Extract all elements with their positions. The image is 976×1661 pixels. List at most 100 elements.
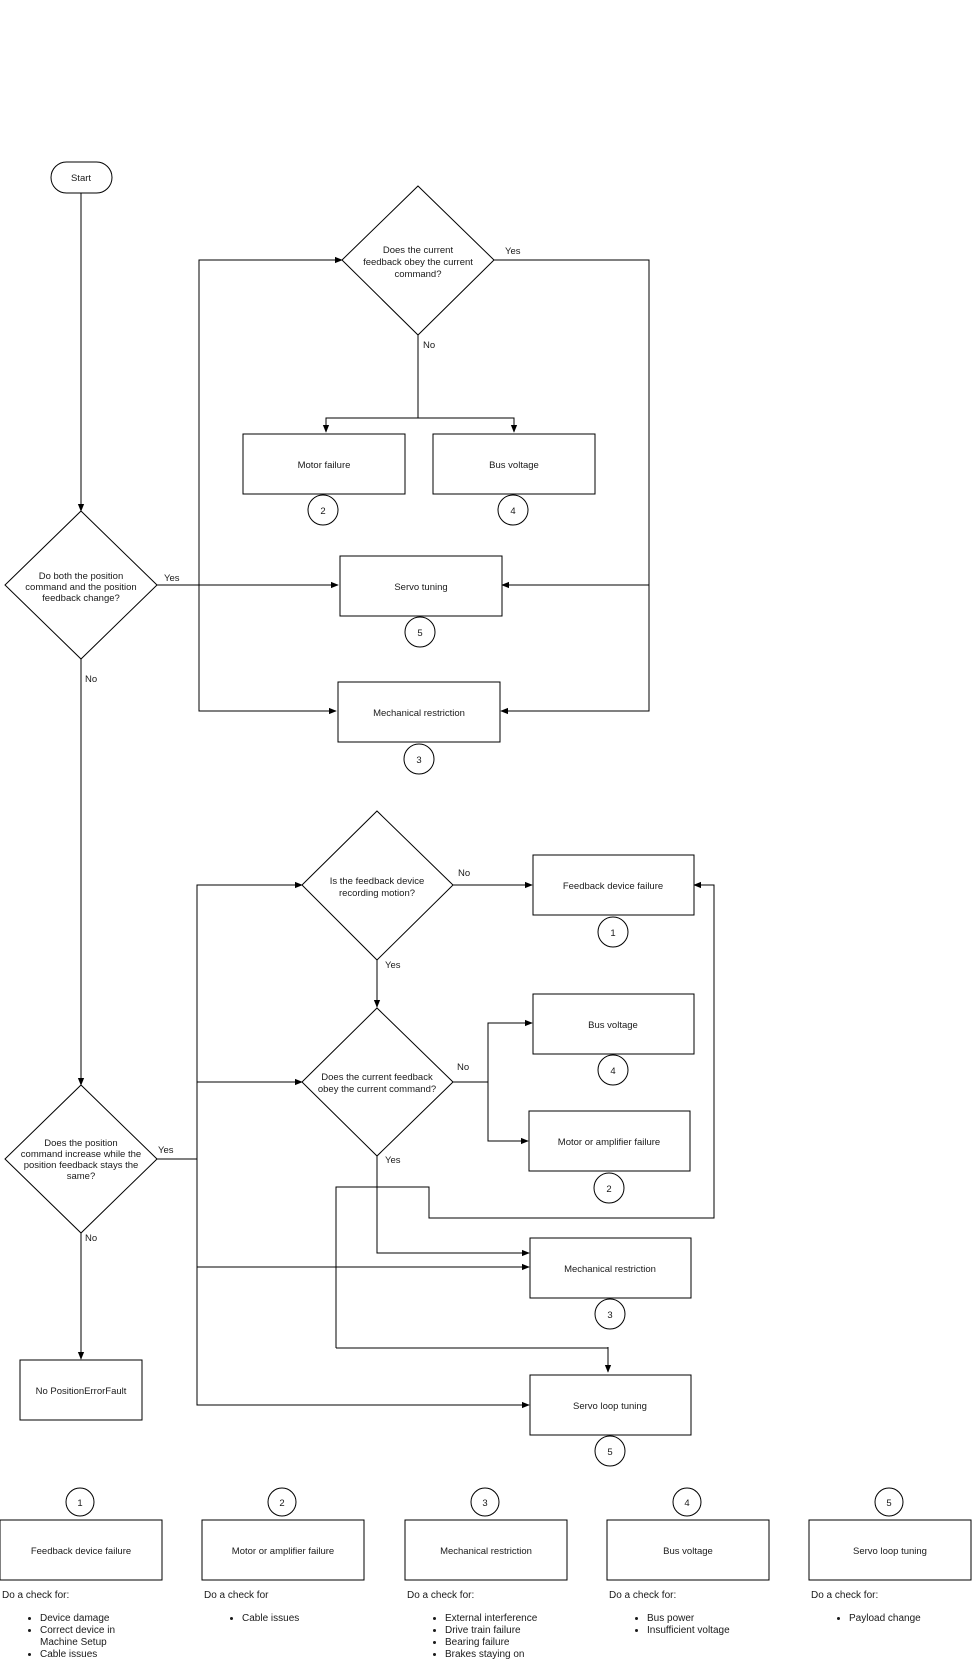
list-item: Insufficient voltage — [647, 1625, 779, 1637]
ref-circle-3-top: 3 — [403, 743, 435, 775]
list-item: Correct device in Machine Setup — [40, 1625, 132, 1649]
box-no-position-error-fault: No PositionErrorFault — [19, 1359, 143, 1421]
svg-text:1: 1 — [77, 1498, 82, 1509]
svg-text:Does the current: Does the current — [383, 245, 454, 256]
svg-text:3: 3 — [607, 1310, 612, 1321]
svg-text:Bus voltage: Bus voltage — [588, 1020, 638, 1031]
box-motor-failure: Motor failure — [242, 433, 406, 495]
ref-circle-3-bottom: 3 — [594, 1298, 626, 1330]
loop-to-decision-top-arrow — [198, 256, 343, 585]
list-item: External interference — [445, 1613, 577, 1625]
svg-text:Mechanical restriction: Mechanical restriction — [564, 1264, 656, 1275]
svg-text:same?: same? — [67, 1171, 96, 1182]
no-label-mid: No — [457, 1062, 469, 1073]
svg-text:obey the current command?: obey the current command? — [318, 1084, 436, 1095]
svg-text:Feedback device failure: Feedback device failure — [563, 881, 663, 892]
legend-note-5-list: Payload change — [811, 1613, 971, 1625]
no-label-recording: No — [458, 868, 470, 879]
legend-note-2-list: Cable issues — [204, 1613, 374, 1625]
yes-label-mid: Yes — [385, 1155, 401, 1166]
svg-text:Bus voltage: Bus voltage — [489, 460, 539, 471]
svg-text:feedback obey the current: feedback obey the current — [363, 257, 473, 268]
ref-circle-4-mid: 4 — [597, 1054, 629, 1086]
yes-to-mech-restriction-arrow — [494, 259, 650, 715]
legend-note-1-list: Device damage Correct device in Machine … — [2, 1613, 172, 1661]
list-item: Bus power — [647, 1613, 779, 1625]
legend-note-4-list: Bus power Insufficient voltage — [609, 1613, 779, 1637]
yes-label-increase: Yes — [158, 1145, 174, 1156]
legend-3: 3 Mechanical restriction — [404, 1487, 568, 1581]
svg-text:4: 4 — [610, 1066, 615, 1077]
svg-text:Bus voltage: Bus voltage — [663, 1546, 713, 1557]
svg-text:Motor or amplifier failure: Motor or amplifier failure — [232, 1546, 334, 1557]
connectors-bottom — [77, 881, 715, 1409]
legend-note-5-heading: Do a check for: — [811, 1590, 879, 1601]
no-to-bus-voltage-arrow — [418, 417, 518, 433]
decision-both-change: Do both the position command and the pos… — [4, 510, 158, 660]
legend-note-5: Do a check for: Payload change — [811, 1590, 971, 1625]
list-item: Brakes staying on — [445, 1649, 577, 1661]
legend-note-3: Do a check for: External interference Dr… — [407, 1590, 577, 1661]
legend-note-2-heading: Do a check for — [204, 1590, 269, 1601]
box-mechanical-restriction-bottom: Mechanical restriction — [529, 1237, 692, 1299]
list-item: Payload change — [849, 1613, 971, 1625]
yes-to-recording-decision-arrow — [157, 881, 303, 1160]
list-item: Cable issues — [242, 1613, 374, 1625]
decision-increase: Does the position command increase while… — [4, 1084, 158, 1234]
box-servo-tuning: Servo tuning — [339, 555, 503, 617]
ref-circle-5-top: 5 — [404, 616, 436, 648]
legend-note-1: Do a check for: Device damage Correct de… — [2, 1590, 172, 1661]
no-to-motor-failure-arrow — [322, 335, 419, 433]
legend-5: 5 Servo loop tuning — [808, 1487, 972, 1581]
decision-top-current-feedback: Does the current feedback obey the curre… — [341, 185, 495, 336]
ref-circle-2-mid: 2 — [593, 1172, 625, 1204]
svg-text:3: 3 — [482, 1498, 487, 1509]
svg-text:Does the position: Does the position — [44, 1138, 117, 1149]
legend-4: 4 Bus voltage — [606, 1487, 770, 1581]
box-motor-amplifier-failure: Motor or amplifier failure — [528, 1110, 691, 1172]
svg-text:Mechanical restriction: Mechanical restriction — [373, 708, 465, 719]
legend-note-3-heading: Do a check for: — [407, 1590, 475, 1601]
yes-label-recording: Yes — [385, 960, 401, 971]
svg-text:Servo loop tuning: Servo loop tuning — [573, 1401, 647, 1412]
list-item: Drive train failure — [445, 1625, 577, 1637]
decision-mid-current-feedback: Does the current feedback obey the curre… — [301, 1007, 454, 1157]
svg-text:5: 5 — [607, 1447, 612, 1458]
svg-text:Feedback device failure: Feedback device failure — [31, 1546, 131, 1557]
legend-2: 2 Motor or amplifier failure — [201, 1487, 365, 1581]
no-label-both: No — [85, 674, 97, 685]
loop-to-feedback-failure-arrow — [335, 881, 715, 1348]
legend-1: 1 Feedback device failure — [0, 1487, 163, 1581]
svg-text:2: 2 — [279, 1498, 284, 1509]
legend-note-3-list: External interference Drive train failur… — [407, 1613, 577, 1661]
svg-text:position feedback stays the: position feedback stays the — [24, 1160, 139, 1171]
svg-text:command and the position: command and the position — [25, 582, 136, 593]
loop-to-servo-loop-tuning-arrow — [336, 1347, 612, 1373]
connectors-top — [77, 193, 650, 1086]
ref-circle-1-mid: 1 — [597, 916, 629, 948]
svg-text:Motor failure: Motor failure — [298, 460, 351, 471]
yes-label-top: Yes — [505, 246, 521, 257]
svg-text:3: 3 — [416, 755, 421, 766]
svg-text:5: 5 — [417, 628, 422, 639]
svg-text:No PositionErrorFault: No PositionErrorFault — [36, 1386, 127, 1397]
svg-text:Do both the position: Do both the position — [39, 571, 124, 582]
list-item: Bearing failure — [445, 1637, 577, 1649]
svg-text:Motor or amplifier failure: Motor or amplifier failure — [558, 1137, 660, 1148]
svg-text:command?: command? — [395, 269, 442, 280]
yes-to-mech-restriction-2-arrow — [376, 1156, 530, 1257]
to-servo-loop-tuning-arrow — [196, 1159, 530, 1409]
svg-text:Start: Start — [71, 173, 91, 184]
legend-note-4-heading: Do a check for: — [609, 1590, 677, 1601]
yes-label-both: Yes — [164, 573, 180, 584]
box-bus-voltage-mid: Bus voltage — [532, 993, 695, 1055]
svg-text:Mechanical restriction: Mechanical restriction — [440, 1546, 532, 1557]
no-to-bus-voltage-2-arrow — [453, 1019, 533, 1083]
legend-note-1-heading: Do a check for: — [2, 1590, 70, 1601]
legend-note-2: Do a check for Cable issues — [204, 1590, 374, 1625]
no-label-increase: No — [85, 1233, 97, 1244]
ref-circle-4-top: 4 — [497, 494, 529, 526]
svg-text:2: 2 — [320, 506, 325, 517]
legend-note-4: Do a check for: Bus power Insufficient v… — [609, 1590, 779, 1637]
